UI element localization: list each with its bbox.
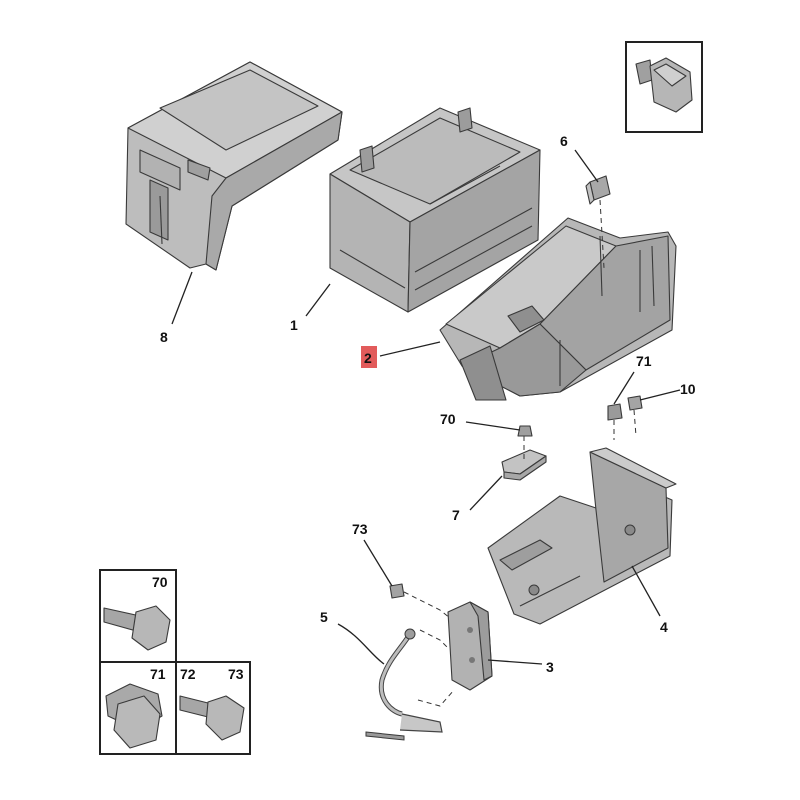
flange-bolt-icon (131, 605, 171, 651)
callout-8[interactable]: 8 (160, 329, 168, 345)
hex-bolt-icon (205, 695, 245, 741)
dashed-guide (633, 409, 637, 437)
box-73-label: 73 (228, 666, 244, 682)
callout-70[interactable]: 70 (440, 411, 456, 427)
part-7-plate[interactable] (501, 449, 547, 481)
callout-3[interactable]: 3 (546, 659, 554, 675)
callout-6[interactable]: 6 (560, 133, 568, 149)
part-4-support-bracket[interactable] (487, 447, 677, 625)
dashed-guide (417, 689, 455, 707)
dashed-guide (403, 591, 451, 619)
bolt-70[interactable] (517, 425, 533, 437)
part-2-battery-tray[interactable] (439, 217, 677, 401)
fastener-box-72-73 (175, 661, 251, 755)
part-3-mount[interactable] (447, 601, 493, 691)
leader-lines (171, 149, 681, 665)
dashed-guide (419, 629, 449, 649)
callout-1[interactable]: 1 (290, 317, 298, 333)
bolt-73[interactable] (389, 583, 405, 599)
callout-2-highlight (361, 346, 377, 368)
fastener-box-10 (625, 41, 703, 133)
part-1-battery[interactable] (329, 107, 541, 313)
callout-73[interactable]: 73 (352, 521, 368, 537)
callout-4[interactable]: 4 (660, 619, 668, 635)
callout-5[interactable]: 5 (320, 609, 328, 625)
washer-bolt-icon (113, 695, 161, 749)
callout-10[interactable]: 10 (680, 381, 696, 397)
dashed-guide (599, 199, 605, 269)
box-70-label: 70 (152, 574, 168, 590)
box-71-label: 71 (150, 666, 166, 682)
callout-71[interactable]: 71 (636, 353, 652, 369)
part-8-battery-cover[interactable] (125, 61, 343, 271)
part-5-cable[interactable] (365, 628, 443, 741)
box-72-label: 72 (180, 666, 196, 682)
fastener-box-70 (99, 569, 177, 663)
bolt-10[interactable] (627, 395, 643, 411)
fastener-box-71 (99, 661, 177, 755)
part-6-clip[interactable] (585, 175, 611, 205)
bolt-71[interactable] (607, 403, 623, 421)
callout-7[interactable]: 7 (452, 507, 460, 523)
callout-2[interactable]: 2 (364, 350, 372, 366)
